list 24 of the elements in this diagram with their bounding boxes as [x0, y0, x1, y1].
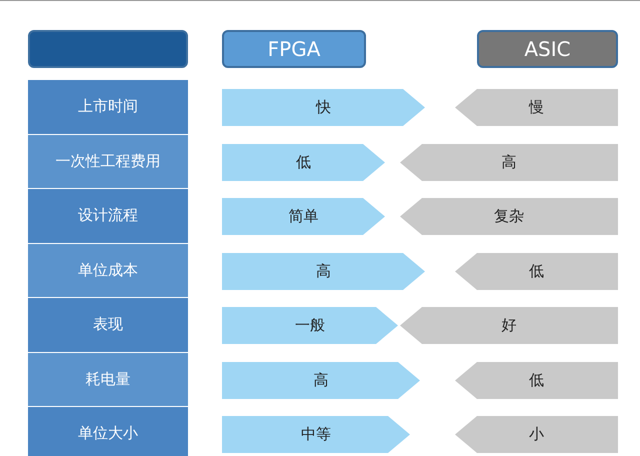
column-header: FPGA — [222, 30, 366, 68]
value-tag: 中等 — [222, 416, 410, 453]
row-label: 设计流程 — [28, 189, 188, 242]
row-label: 上市时间 — [28, 80, 188, 134]
value-tag: 高 — [222, 252, 425, 290]
value-tag: 好 — [400, 307, 618, 344]
value-tag: 高 — [400, 144, 618, 180]
column-header: ASIC — [477, 30, 618, 68]
value-tag: 小 — [455, 416, 618, 453]
value-tag: 低 — [222, 144, 385, 180]
row-label: 单位大小 — [28, 407, 188, 456]
value-tag: 低 — [455, 362, 618, 398]
value-tag: 慢 — [455, 89, 618, 126]
row-label: 表现 — [28, 298, 188, 352]
value-tag: 高 — [222, 362, 420, 398]
value-tag: 快 — [222, 89, 425, 126]
value-tag: 一般 — [222, 307, 398, 344]
row-label: 一次性工程费用 — [28, 134, 188, 188]
value-tag: 低 — [455, 252, 618, 290]
value-tag: 简单 — [222, 198, 385, 235]
row-label: 单位成本 — [28, 244, 188, 297]
header-bar — [28, 30, 188, 68]
value-tag: 复杂 — [400, 198, 618, 235]
row-label: 耗电量 — [28, 352, 188, 406]
